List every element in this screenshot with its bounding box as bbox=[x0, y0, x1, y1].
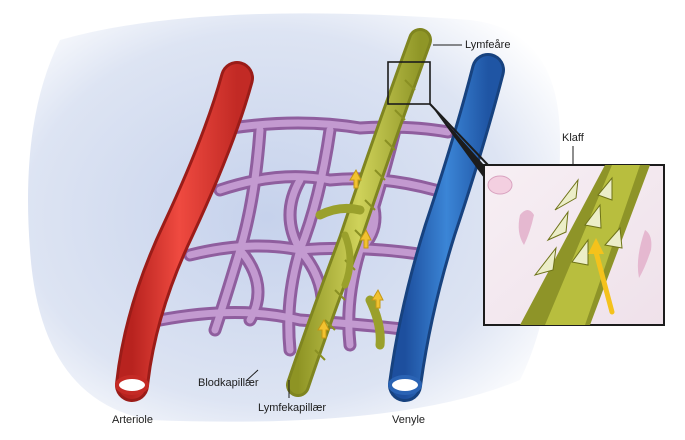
label-valve: Klaff bbox=[562, 133, 584, 144]
label-lymph-capillaries: Lymfekapillær bbox=[258, 403, 326, 414]
inset-detail-panel bbox=[484, 165, 664, 325]
label-venule: Venyle bbox=[392, 415, 425, 426]
label-lymph-vessel: Lymfeåre bbox=[465, 40, 510, 51]
label-arteriole: Arteriole bbox=[112, 415, 153, 426]
label-blood-capillaries: Blodkapillær bbox=[198, 378, 259, 389]
